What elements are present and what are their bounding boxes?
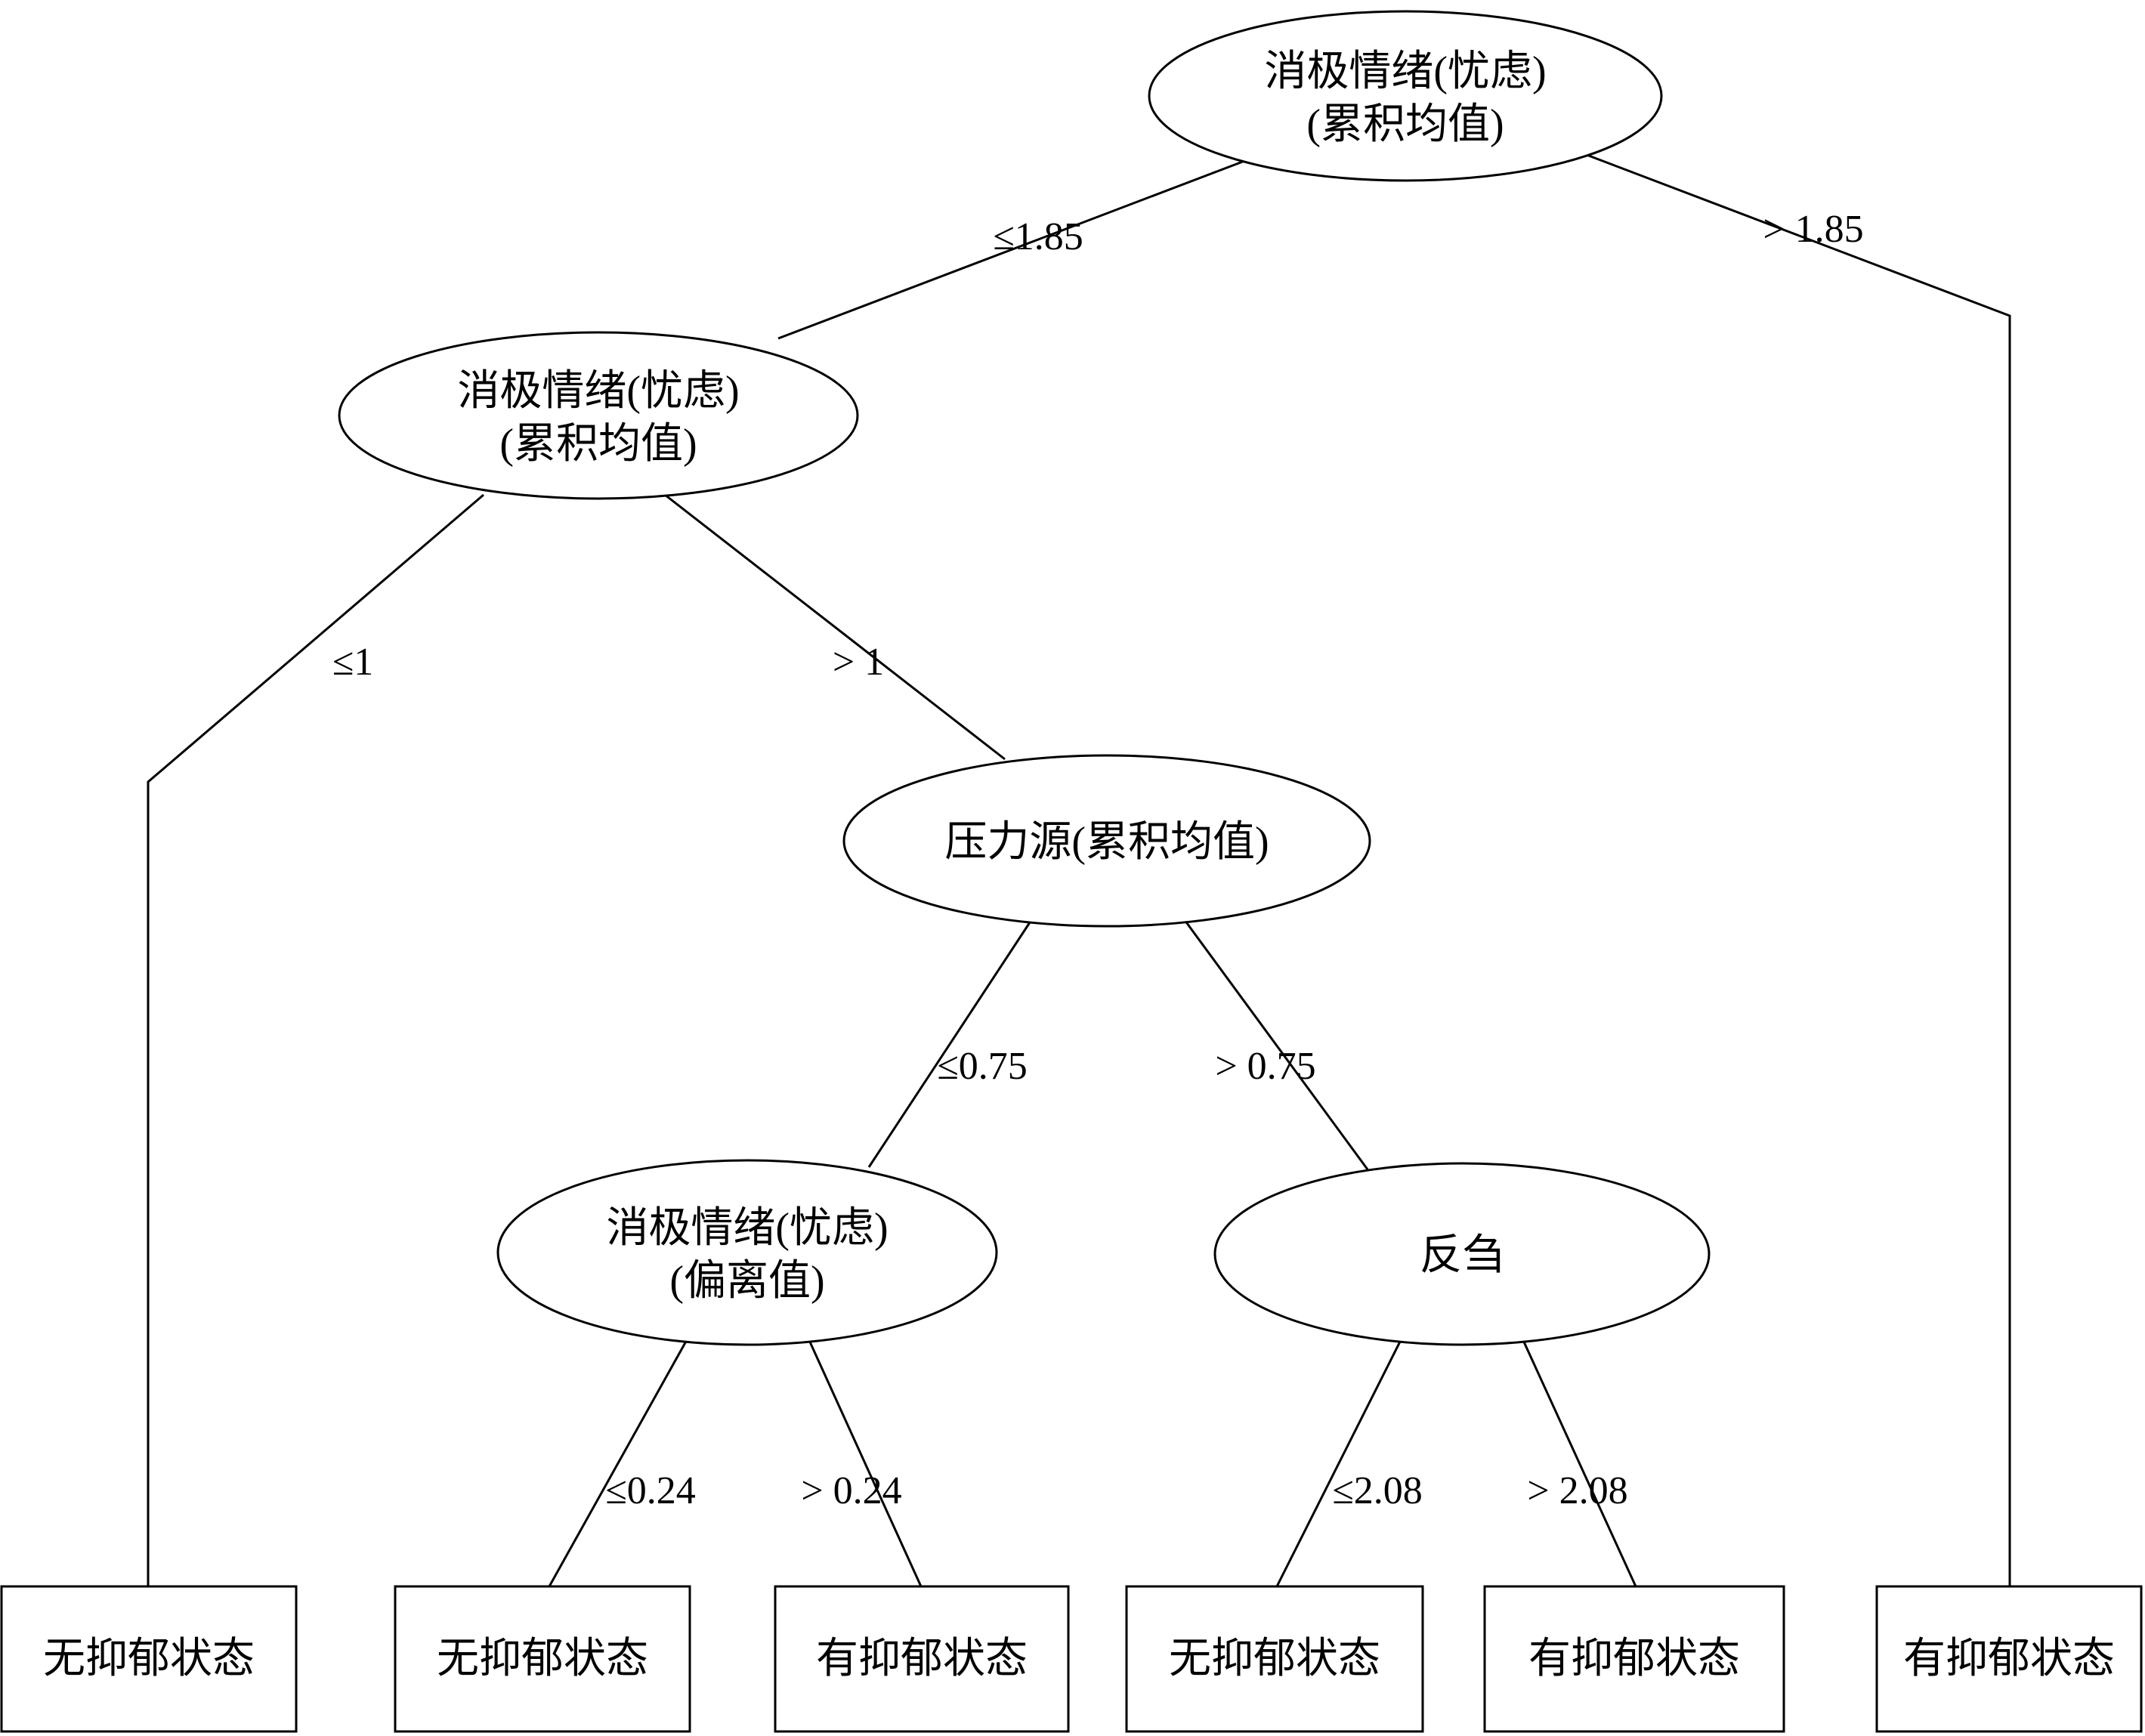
edge-anxiety2-to-leaf1: [147, 493, 484, 1586]
node-anxiety2-label-line1: 消极情绪(忧虑): [457, 368, 739, 415]
edge-label-deviation-left: ≤0.24: [605, 1469, 696, 1512]
leaf-2-label: 无抑郁状态: [437, 1636, 648, 1682]
edge-anxiety2-to-stressor: [664, 493, 1006, 761]
node-root-label-line1: 消极情绪(忧虑): [1264, 48, 1546, 95]
leaf-2: 无抑郁状态: [394, 1585, 691, 1733]
node-anxiety2-label-line2: (累积均值): [499, 421, 697, 468]
edge-label-anxiety2-right: > 1: [833, 641, 884, 684]
node-root-label-line2: (累积均值): [1306, 101, 1504, 148]
edge-stressor-to-rumination: [1183, 919, 1369, 1170]
leaf-4-box: [1125, 1585, 1424, 1733]
edge-label-deviation-right: > 0.24: [801, 1469, 901, 1512]
edge-rumination-to-leaf5: [1521, 1338, 1637, 1587]
leaf-1-label: 无抑郁状态: [43, 1636, 255, 1682]
node-rumination-ellipse: [1213, 1162, 1711, 1346]
edge-label-stressor-right: > 0.75: [1215, 1045, 1315, 1088]
leaf-6-box: [1875, 1585, 2143, 1733]
node-anxiety2-ellipse: [338, 331, 859, 500]
leaf-3-box: [774, 1585, 1070, 1733]
edge-label-stressor-left: ≤0.75: [937, 1045, 1028, 1088]
node-rumination-label: 反刍: [1420, 1232, 1504, 1279]
leaf-6-label: 有抑郁状态: [1903, 1636, 2115, 1682]
leaf-3: 有抑郁状态: [774, 1585, 1070, 1733]
node-deviation: 消极情绪(忧虑) (偏离值): [496, 1159, 998, 1346]
node-deviation-label-line2: (偏离值): [669, 1258, 824, 1305]
node-root-ellipse: [1148, 10, 1663, 182]
leaf-6: 有抑郁状态: [1875, 1585, 2143, 1733]
leaf-1: 无抑郁状态: [0, 1585, 298, 1733]
edge-label-rumination-right: > 2.08: [1527, 1469, 1627, 1512]
edges: [147, 153, 2011, 1587]
node-rumination: 反刍: [1213, 1162, 1711, 1346]
edge-root-to-leaf6: [1586, 153, 2011, 1586]
node-anxiety2: 消极情绪(忧虑) (累积均值): [338, 331, 859, 500]
leaf-4: 无抑郁状态: [1125, 1585, 1424, 1733]
edge-labels: ≤1.85 > 1.85 ≤1 > 1 ≤0.75 > 0.75 ≤0.24 >…: [332, 208, 1864, 1512]
edge-deviation-to-leaf2: [548, 1338, 689, 1587]
node-stressor-label: 压力源(累积均值): [944, 819, 1269, 866]
leaf-5-label: 有抑郁状态: [1528, 1636, 1740, 1682]
edge-root-to-anxiety2: [777, 159, 1247, 340]
edge-rumination-to-leaf4: [1275, 1338, 1403, 1587]
leaf-1-box: [0, 1585, 298, 1733]
leaf-5-box: [1483, 1585, 1785, 1733]
leaf-3-label: 有抑郁状态: [816, 1636, 1028, 1682]
leaf-4-label: 无抑郁状态: [1169, 1636, 1380, 1682]
edge-label-root-right: > 1.85: [1763, 208, 1863, 251]
edge-stressor-to-deviation: [867, 919, 1033, 1168]
node-deviation-ellipse: [496, 1159, 998, 1346]
edge-label-root-left: ≤1.85: [993, 215, 1083, 258]
leaf-2-box: [394, 1585, 691, 1733]
node-deviation-label-line1: 消极情绪(忧虑): [606, 1205, 888, 1252]
node-stressor-ellipse: [842, 754, 1371, 928]
node-stressor: 压力源(累积均值): [842, 754, 1371, 928]
leaf-5: 有抑郁状态: [1483, 1585, 1785, 1733]
edge-label-rumination-left: ≤2.08: [1332, 1469, 1423, 1512]
edge-label-anxiety2-left: ≤1: [332, 641, 374, 684]
edge-deviation-to-leaf3: [807, 1338, 923, 1587]
node-root: 消极情绪(忧虑) (累积均值): [1148, 10, 1663, 182]
